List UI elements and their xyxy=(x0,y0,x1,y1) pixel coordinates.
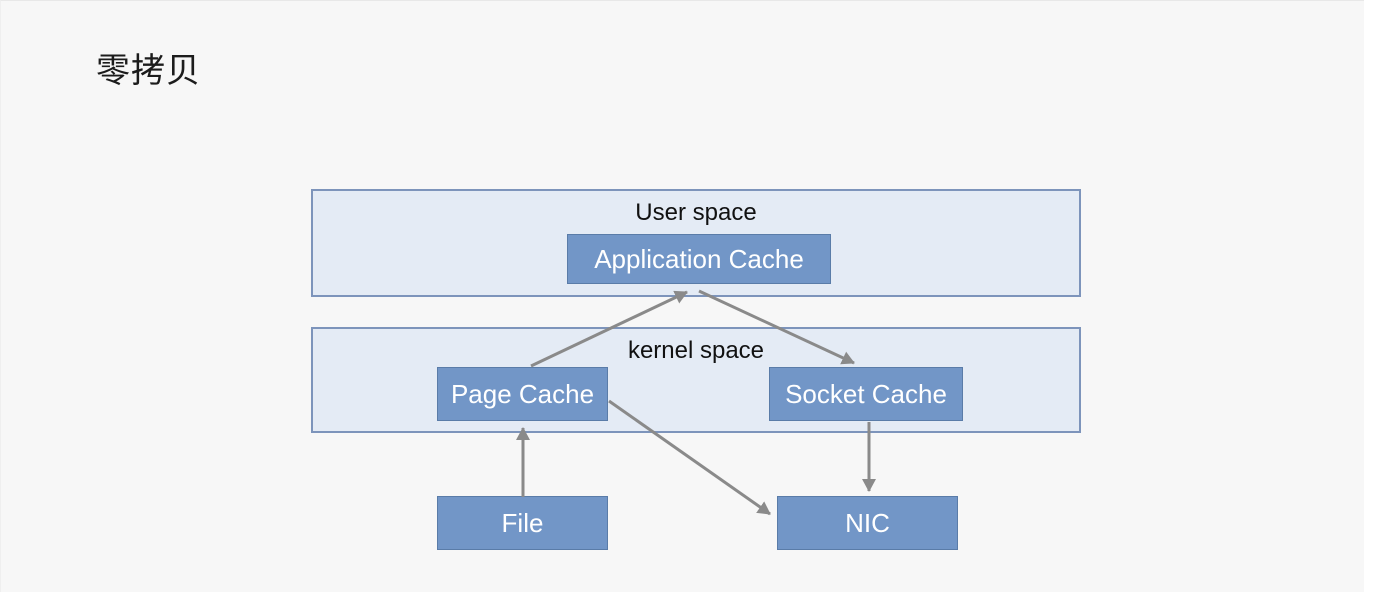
kernel-space-label: kernel space xyxy=(627,337,765,364)
node-page-cache: Page Cache xyxy=(437,367,608,421)
node-socket-cache: Socket Cache xyxy=(769,367,963,421)
node-nic: NIC xyxy=(777,496,958,550)
user-space-label: User space xyxy=(635,199,757,226)
page-title: 零拷贝 xyxy=(96,52,201,90)
node-file: File xyxy=(437,496,608,550)
kernel-space-container: kernel space xyxy=(311,327,1081,433)
node-application-cache: Application Cache xyxy=(567,234,831,284)
